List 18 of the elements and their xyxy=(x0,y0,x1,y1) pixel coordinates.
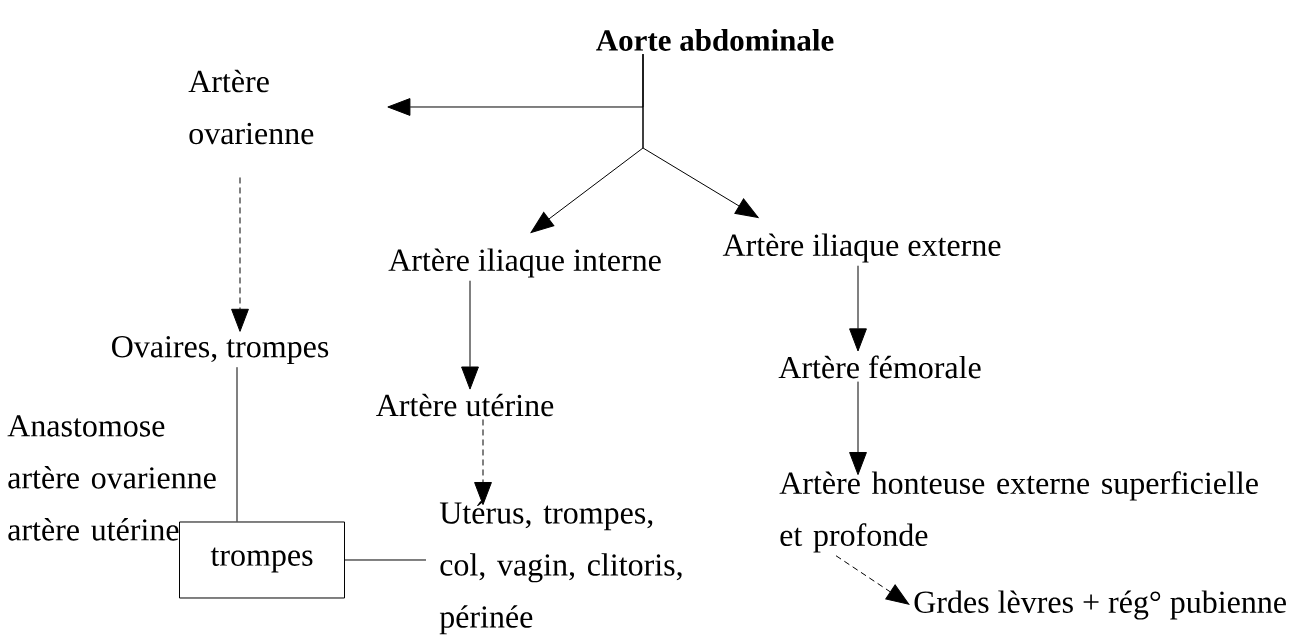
arrow xyxy=(461,280,479,390)
process-box: trompes xyxy=(179,521,345,599)
node-text: Artère utérine xyxy=(376,393,554,417)
node-text: Artère iliaque externe xyxy=(722,233,1001,263)
node-text: Artère ovarienne xyxy=(188,69,314,145)
arrow xyxy=(642,53,759,219)
node-text: Utérus, trompes, col, vagin, clitoris, périnée xyxy=(439,501,682,635)
node-text: Artère honteuse externe superficielle et profonde xyxy=(779,471,1258,553)
node-text: Artère iliaque interne xyxy=(388,248,661,278)
node-text: Grdes lèvres + rég° pubienne xyxy=(914,590,1286,620)
heading-text: Aorte abdominale xyxy=(596,29,834,51)
arrow xyxy=(849,265,867,352)
arrow xyxy=(474,419,492,506)
arrow xyxy=(849,381,867,476)
arrow xyxy=(231,177,249,332)
node-text: Ovaires, trompes xyxy=(112,336,329,364)
node-text: Artère fémorale xyxy=(778,355,981,379)
arrow xyxy=(835,555,910,605)
